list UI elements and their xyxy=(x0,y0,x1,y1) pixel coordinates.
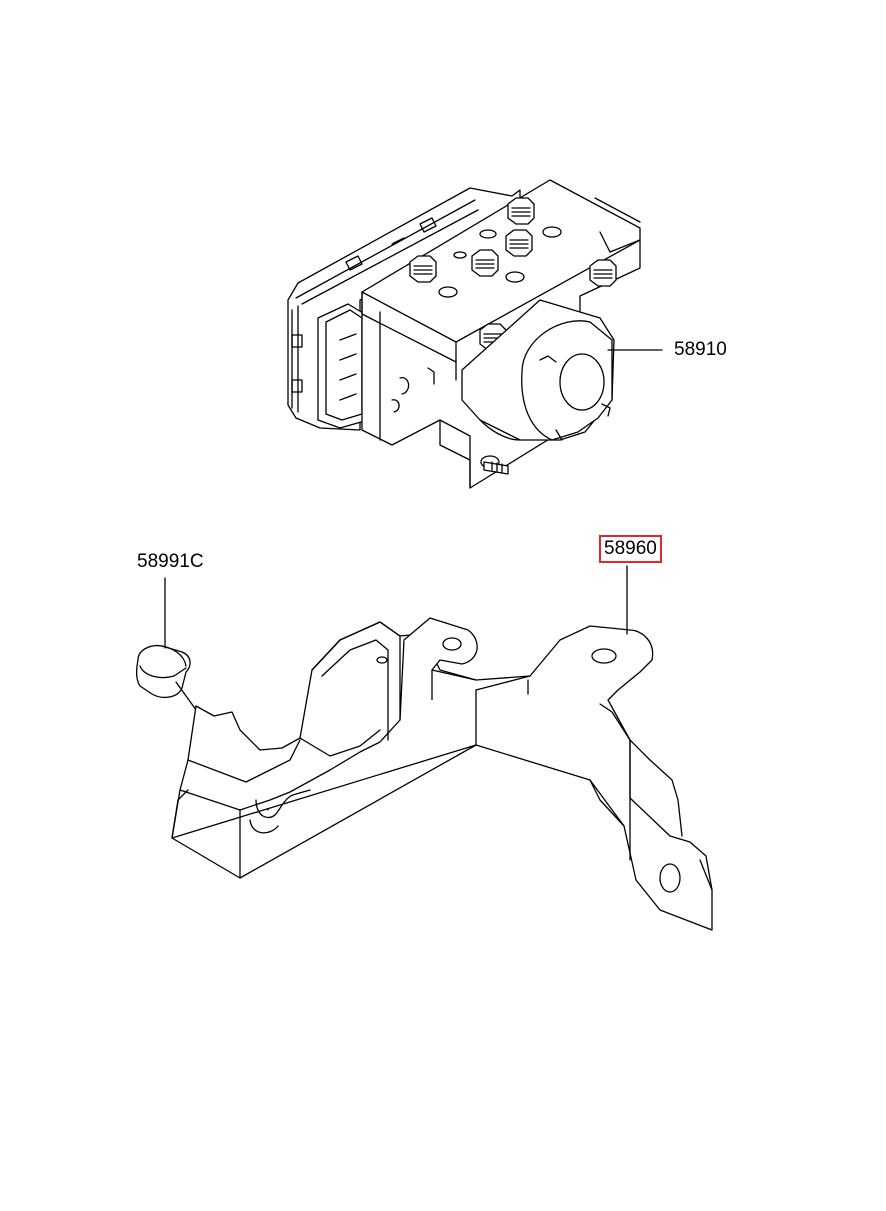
bracket-drawing xyxy=(171,565,713,931)
nut-icon xyxy=(409,255,437,283)
part-number-label-bracket-highlighted[interactable]: 58960 xyxy=(599,535,662,563)
nut-icon xyxy=(471,249,499,277)
nut-icon xyxy=(505,229,533,257)
nut-icon xyxy=(589,259,617,287)
part-number-label-bushing[interactable]: 58991C xyxy=(137,551,204,572)
stud-bolt-icon xyxy=(480,455,509,475)
abs-module-drawing xyxy=(287,179,663,489)
bushing-drawing xyxy=(136,577,269,811)
part-number-label-abs-module[interactable]: 58910 xyxy=(674,339,727,360)
nut-icon xyxy=(507,197,535,225)
